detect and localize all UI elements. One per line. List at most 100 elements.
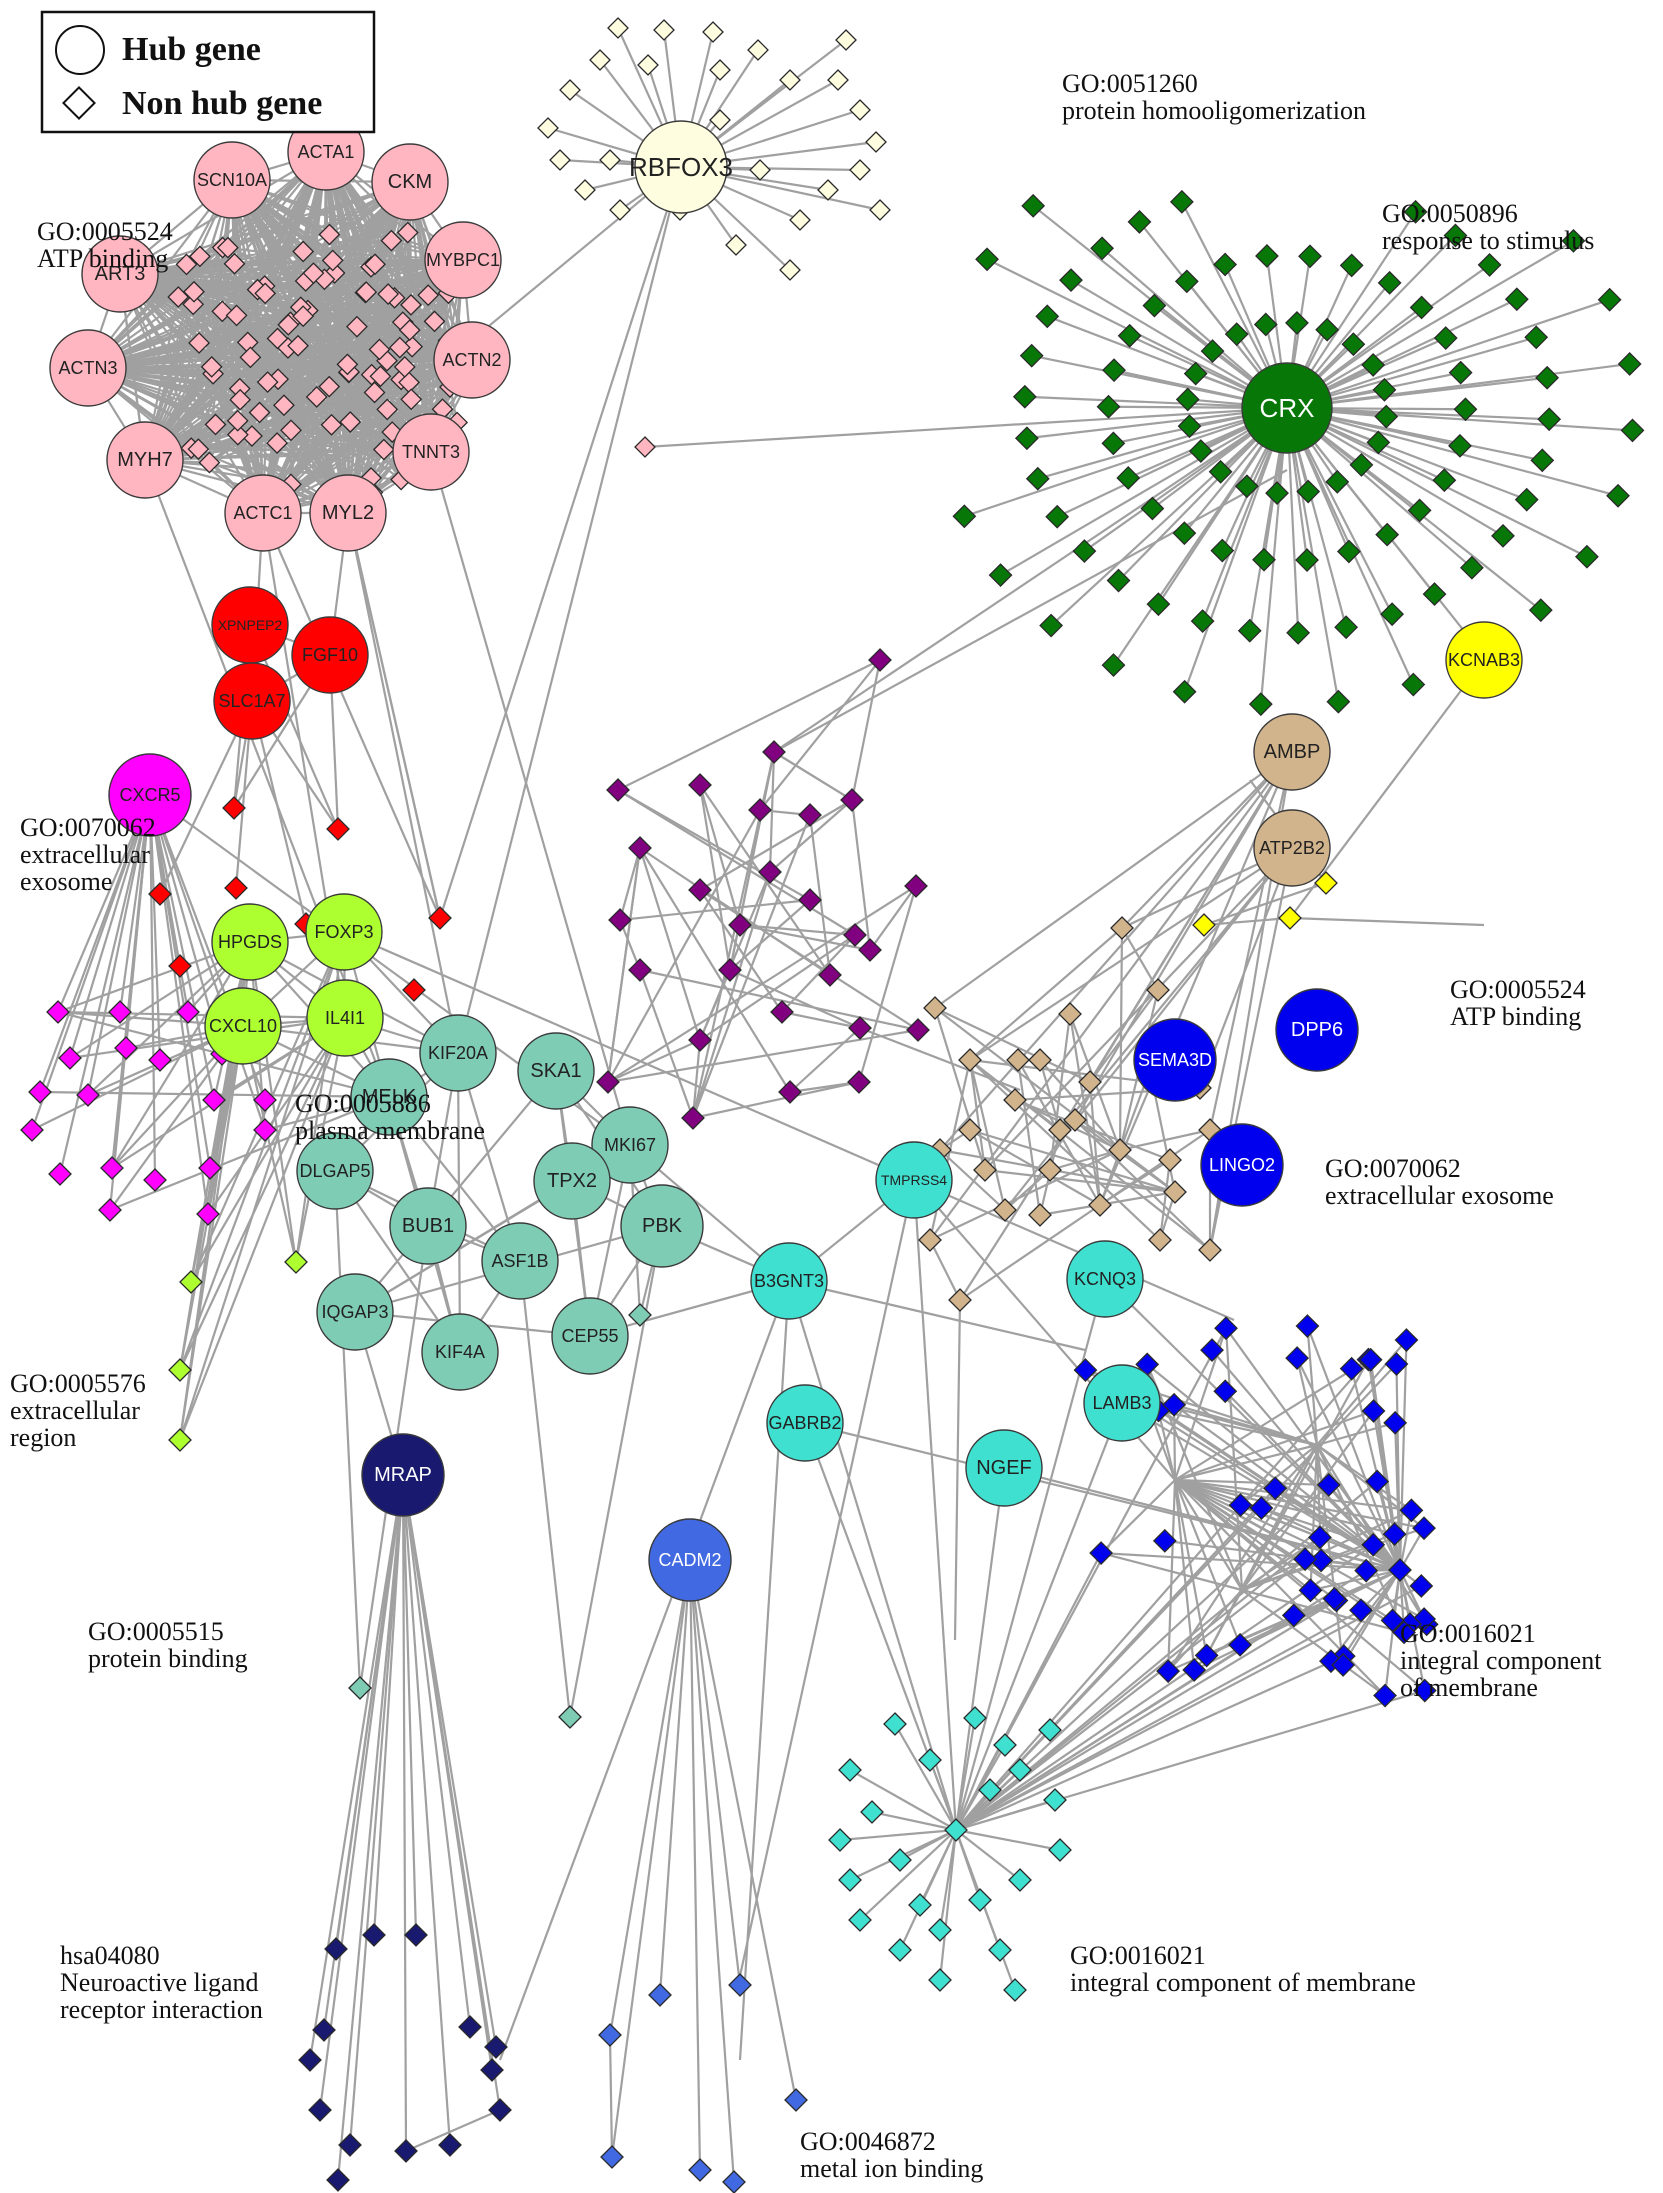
annotation-line: Neuroactive ligand	[60, 1968, 259, 1997]
nonhub-gene-node	[318, 375, 341, 398]
nonhub-gene-node	[176, 1000, 200, 1024]
edge	[658, 1559, 692, 1996]
edge	[1118, 927, 1124, 1151]
hub-gene-crx: CRX	[1241, 362, 1333, 454]
nonhub-gene-node	[1365, 1469, 1390, 1494]
nonhub-gene-node	[888, 1848, 912, 1872]
nonhub-gene-node	[28, 1080, 52, 1104]
edge	[1174, 1478, 1329, 1487]
nonhub-gene-node	[828, 1828, 852, 1852]
annotation-line: GO:0070062	[20, 813, 156, 842]
hub-gene-circle	[371, 143, 449, 221]
nonhub-gene-node	[973, 1158, 997, 1182]
nonhub-gene-node	[747, 39, 769, 61]
edge	[1158, 1159, 1172, 1241]
edge	[1241, 1444, 1318, 1591]
edge	[408, 181, 433, 453]
hub-gene-lingo2: LINGO2	[1200, 1123, 1284, 1207]
hub-gene-circle	[1066, 1240, 1144, 1318]
edge	[1100, 1479, 1176, 1554]
nonhub-gene-node	[1537, 407, 1562, 432]
nonhub-gene-node	[224, 876, 248, 900]
nonhub-gene-node	[558, 1705, 582, 1729]
nonhub-gene-node	[958, 1118, 982, 1142]
nonhub-gene-node	[1308, 1525, 1332, 1550]
nonhub-gene-node	[843, 923, 867, 947]
edge	[912, 1179, 958, 1831]
hub-gene-label: LINGO2	[1209, 1155, 1275, 1175]
edge	[698, 784, 732, 971]
nonhub-gene-node	[1617, 352, 1642, 376]
hub-gene-label: PBK	[642, 1215, 683, 1237]
nonhub-gene-node	[958, 1048, 982, 1072]
nonhub-gene-node	[827, 69, 849, 91]
annotation-line: plasma membrane	[295, 1116, 485, 1145]
nonhub-gene-node	[1373, 1683, 1397, 1708]
hub-gene-label: XPNPEP2	[218, 617, 283, 633]
hub-gene-label: DLGAP5	[299, 1161, 370, 1181]
nonhub-gene-node	[284, 1250, 308, 1274]
hub-gene-label: NGEF	[976, 1457, 1032, 1479]
nonhub-gene-node	[1192, 913, 1216, 937]
nonhub-gene-node	[849, 159, 871, 181]
edge	[325, 151, 473, 361]
edge	[849, 1769, 957, 1831]
hub-gene-circle	[1275, 988, 1359, 1072]
nonhub-gene-node	[76, 1083, 100, 1107]
hub-gene-label: DPP6	[1291, 1019, 1343, 1041]
edge	[736, 1179, 916, 1986]
nonhub-gene-node	[988, 563, 1013, 588]
edge	[108, 794, 152, 1211]
annotation-line: ATP binding	[37, 244, 168, 273]
nonhub-gene-node	[320, 413, 343, 436]
nonhub-gene-node	[1412, 1516, 1436, 1541]
nonhub-gene-node	[202, 1088, 226, 1112]
nonhub-gene-node	[1380, 602, 1405, 627]
edge	[1241, 1588, 1405, 1634]
hub-gene-tmprss4: TMPRSS4	[875, 1141, 953, 1219]
hub-gene-mrap: MRAP	[361, 1433, 445, 1517]
nonhub-gene-node	[1088, 1193, 1112, 1217]
hub-gene-ngef: NGEF	[965, 1429, 1043, 1507]
nonhub-gene-node	[393, 355, 416, 378]
edge	[929, 751, 1293, 1241]
edge	[955, 1829, 1021, 1881]
hub-gene-iqgap3: IQGAP3	[316, 1273, 394, 1351]
legend-hub-circle-icon	[55, 25, 105, 75]
edge	[207, 1017, 346, 1215]
hub-gene-tpx2: TPX2	[533, 1142, 611, 1220]
nonhub-gene-node	[326, 2168, 350, 2192]
nonhub-gene-node	[1349, 1598, 1373, 1623]
edge	[1050, 407, 1288, 627]
annotation-line: protein homooligomerization	[1062, 96, 1366, 125]
annotation-line: hsa04080	[60, 1941, 160, 1970]
hub-gene-dpp6: DPP6	[1275, 988, 1359, 1072]
hub-gene-sema3d: SEMA3D	[1133, 1018, 1217, 1102]
edge	[968, 1059, 987, 1171]
edge	[688, 1559, 736, 2183]
hub-gene-circle	[296, 1132, 374, 1210]
edge	[617, 659, 881, 791]
nonhub-gene-node	[1158, 1148, 1182, 1172]
nonhub-gene-node	[993, 1733, 1017, 1757]
annotation-line: GO:0046872	[800, 2127, 936, 2156]
nonhub-gene-node	[1200, 339, 1225, 364]
edge	[954, 1402, 1124, 1831]
nonhub-gene-node	[369, 365, 392, 388]
nonhub-gene-node	[400, 293, 422, 316]
edge	[1241, 1410, 1375, 1591]
nonhub-gene-node	[681, 1106, 705, 1130]
nonhub-gene-node	[114, 1036, 138, 1060]
nonhub-gene-node	[918, 1748, 942, 1772]
hub-gene-ambp: AMBP	[1253, 713, 1331, 791]
nonhub-gene-node	[709, 109, 731, 131]
nonhub-gene-node	[372, 438, 395, 461]
edge	[1172, 1404, 1177, 1481]
nonhub-gene-node	[1194, 1643, 1219, 1668]
nonhub-gene-node	[1407, 498, 1432, 523]
nonhub-gene-node	[388, 336, 411, 359]
nonhub-gene-node	[143, 1168, 167, 1192]
nonhub-gene-node	[1190, 609, 1215, 633]
nonhub-gene-node	[312, 2018, 336, 2042]
